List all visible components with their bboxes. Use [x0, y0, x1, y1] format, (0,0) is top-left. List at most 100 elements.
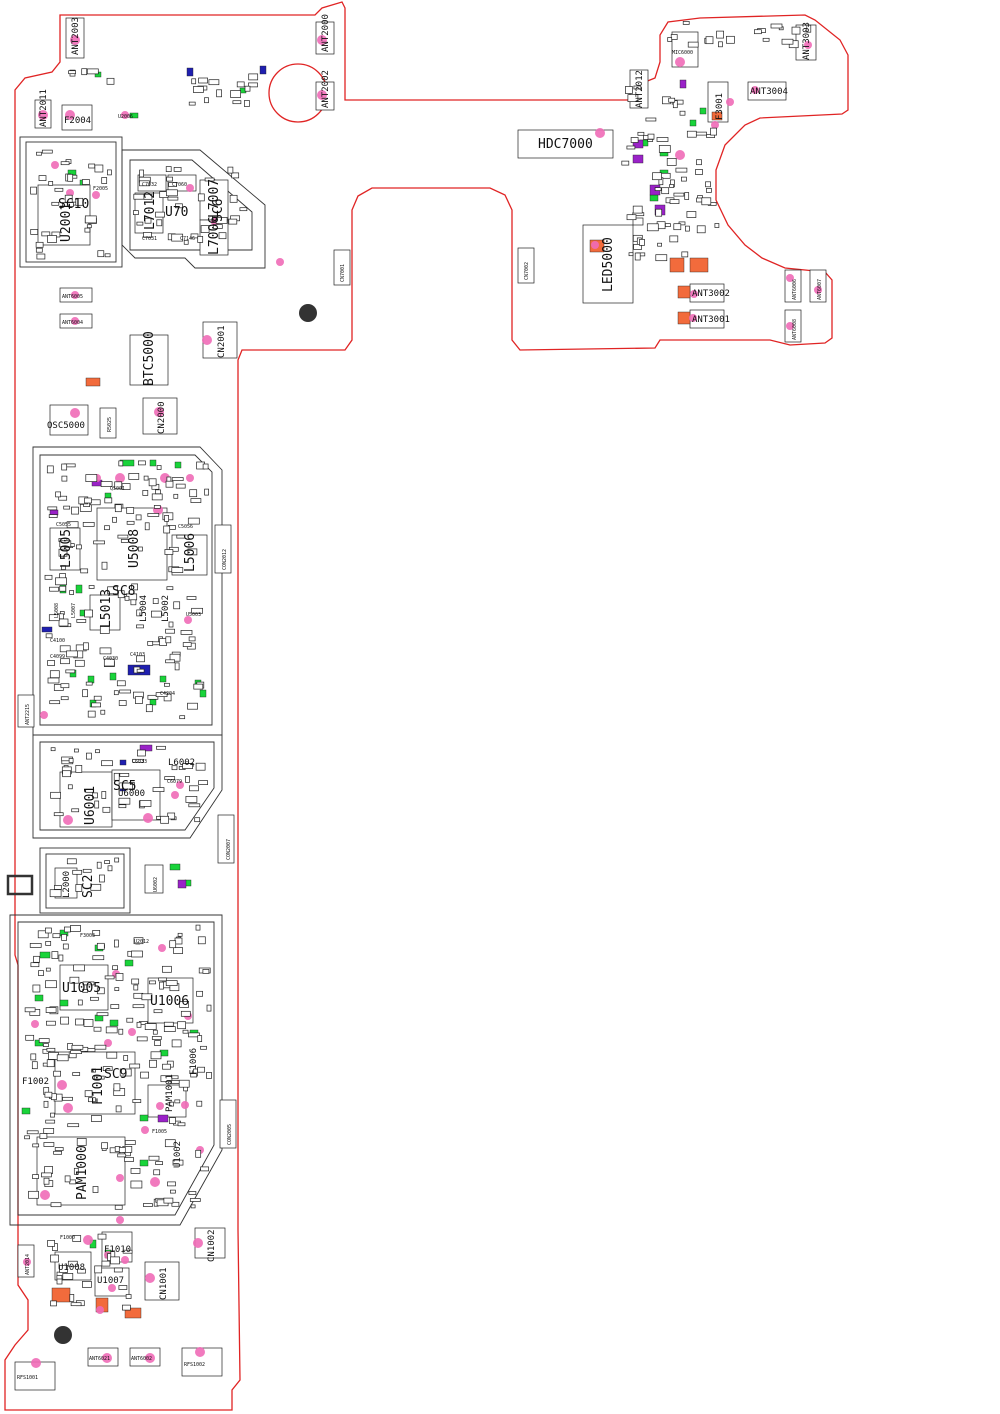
small-component [714, 223, 720, 228]
small-component [198, 77, 208, 84]
label-osc5000: OSC5000 [47, 421, 85, 431]
small-component [107, 865, 113, 872]
small-component [38, 1038, 50, 1043]
small-component [33, 955, 40, 963]
small-component [74, 659, 85, 667]
small-component [166, 586, 174, 591]
small-component [94, 164, 104, 173]
small-component [122, 782, 133, 790]
small-component [200, 1045, 207, 1050]
small-component [96, 942, 105, 950]
small-component [84, 227, 91, 233]
small-component [170, 1189, 176, 1194]
label-f1010: F1010 [104, 1245, 131, 1255]
small-component [88, 1097, 96, 1103]
small-component [163, 693, 172, 702]
pad-marker [41, 626, 53, 633]
small-component [99, 626, 110, 634]
comp-cn7002 [517, 247, 535, 284]
small-component [180, 1010, 191, 1017]
test-point-marker [186, 184, 194, 192]
label-l7007: L7007 [207, 179, 222, 218]
mounting-hole [54, 1326, 72, 1344]
small-component [125, 1294, 132, 1299]
small-component [75, 1018, 84, 1026]
test-point-marker [591, 241, 599, 249]
small-component [63, 505, 71, 510]
test-point-marker [57, 1080, 67, 1090]
small-component [49, 700, 61, 705]
small-component [156, 465, 162, 470]
small-component [36, 151, 42, 156]
small-component [204, 177, 215, 182]
label-l5006: L5006 [183, 533, 198, 572]
label-ant6021: ANT6021 [89, 1356, 110, 1362]
small-component [110, 1004, 120, 1009]
small-components [24, 21, 812, 1311]
small-component [71, 506, 79, 515]
small-component [43, 1142, 55, 1147]
label-f1001: F1001 [91, 1066, 106, 1105]
small-component [165, 980, 178, 986]
small-component [52, 933, 61, 939]
small-component [117, 534, 129, 539]
label-cn1002: CN1002 [207, 1229, 217, 1262]
label-ant2215: ANT2215 [25, 704, 31, 725]
small-component [152, 1029, 158, 1035]
label-sc8: SC8 [112, 584, 135, 599]
pad-marker [124, 959, 134, 967]
small-component [48, 181, 54, 186]
small-component [53, 812, 64, 817]
test-point-marker [40, 711, 48, 719]
small-component [82, 868, 92, 873]
small-component [74, 748, 79, 753]
small-component [173, 947, 183, 954]
small-component [696, 159, 702, 166]
small-component [26, 1130, 39, 1135]
small-component [46, 1047, 56, 1052]
small-component [165, 166, 172, 172]
pad-marker [59, 999, 69, 1007]
test-point-marker [195, 1347, 205, 1357]
label-con2005: CON2005 [227, 1124, 233, 1145]
small-component [155, 1161, 163, 1165]
small-component [153, 505, 161, 509]
small-component [633, 244, 642, 250]
small-component [118, 700, 127, 706]
small-component [67, 1260, 78, 1267]
small-component [231, 172, 240, 179]
small-component [130, 599, 137, 606]
small-component [82, 689, 88, 698]
small-component [50, 1202, 62, 1208]
label-sc5: SC5 [113, 779, 136, 794]
small-component [632, 205, 643, 214]
small-component [191, 78, 197, 85]
small-component [169, 1101, 174, 1107]
small-component [115, 1105, 122, 1113]
label-c4099: C4099 [50, 654, 65, 660]
small-component [61, 463, 68, 471]
small-component [68, 758, 74, 763]
small-component [654, 187, 662, 191]
small-component [151, 641, 161, 646]
small-component [679, 110, 686, 116]
label-u2006: U2006 [118, 114, 133, 120]
small-component [163, 1197, 174, 1204]
small-component [670, 34, 678, 40]
test-point-marker [71, 317, 79, 325]
small-component [190, 1072, 198, 1078]
small-component [726, 35, 735, 44]
small-component [686, 211, 697, 218]
small-component [66, 858, 77, 865]
label-c4103: C4103 [130, 652, 145, 658]
small-component [60, 1016, 69, 1025]
label-u6001: U6001 [83, 786, 98, 825]
small-component [24, 1007, 36, 1013]
test-square [6, 874, 34, 896]
small-component [182, 763, 193, 769]
small-component [133, 992, 144, 999]
comp-ant2215 [17, 694, 35, 728]
small-component [45, 1007, 57, 1013]
small-component [64, 1175, 71, 1183]
label-c5056: C5056 [178, 524, 193, 530]
